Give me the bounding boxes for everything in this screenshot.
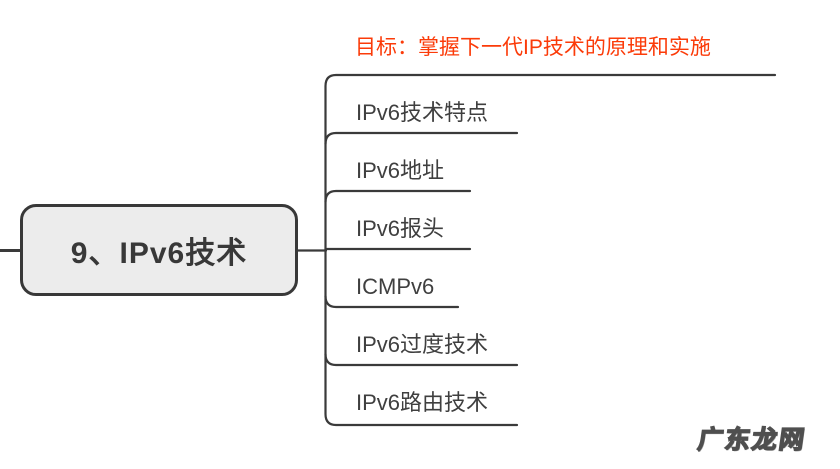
central-topic-label: 9、IPv6技术 [70,237,248,270]
branch-underline-3 [324,294,460,309]
branch-topic-ipv6-routing: IPv6路由技术 [356,390,489,415]
branch-underline-1 [324,189,472,204]
branch-topic-icmpv6: ICMPv6 [356,274,435,299]
branch-topic-ipv6-header: IPv6报头 [356,216,445,241]
branch-underline-4 [324,352,519,367]
branch-topic-ipv6-features: IPv6技术特点 [356,100,489,125]
branch-underline-0 [324,131,519,146]
branch-topic-ipv6-transition: IPv6过度技术 [356,332,489,357]
watermark-text: 广东龙网 [695,425,808,454]
central-topic-node: 9、IPv6技术 [20,204,298,296]
branch-topic-ipv6-address: IPv6地址 [356,158,445,183]
goal-annotation-label: 目标：掌握下一代IP技术的原理和实施 [355,36,711,59]
